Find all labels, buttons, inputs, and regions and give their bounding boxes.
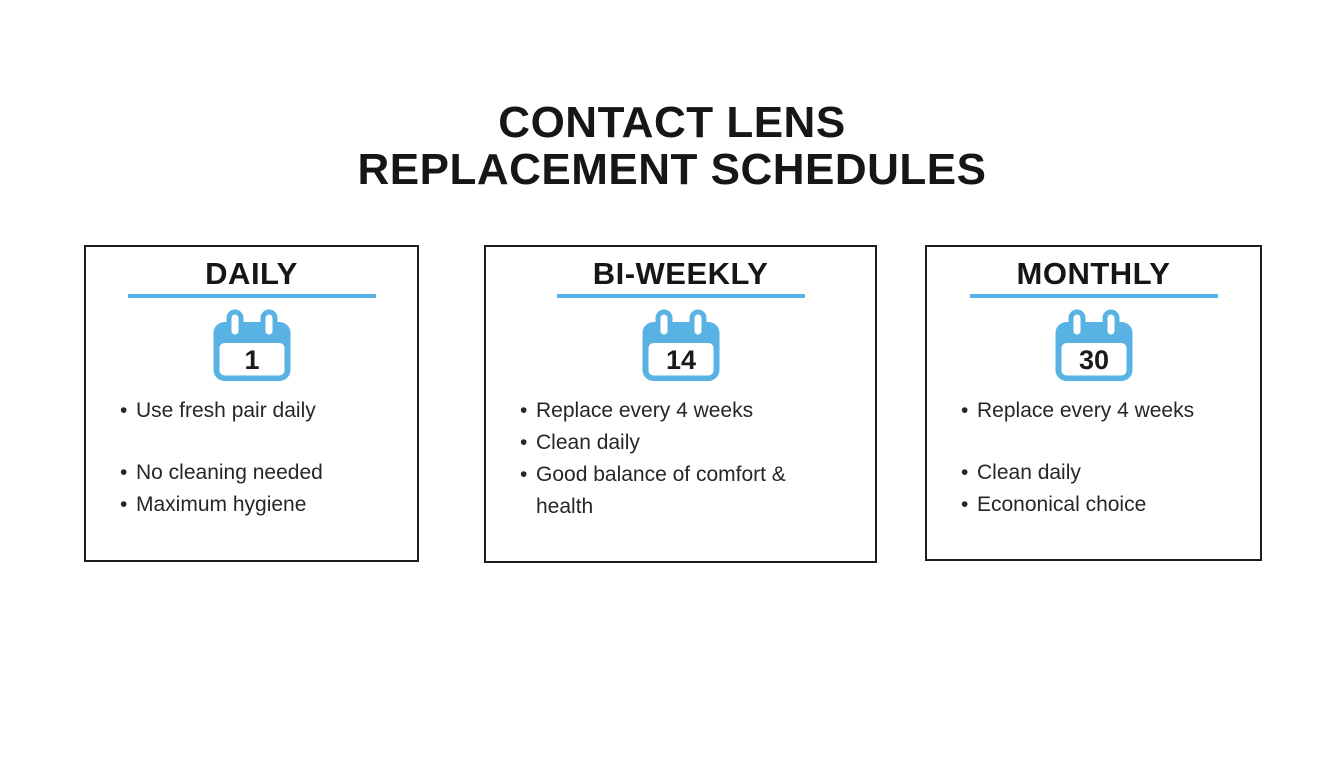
page-title: CONTACT LENS REPLACEMENT SCHEDULES [0,99,1344,193]
card-title: DAILY [205,256,298,291]
page-title-line1: CONTACT LENS [498,98,846,147]
bullet-item: Use fresh pair daily [120,395,399,427]
page-title-line2: REPLACEMENT SCHEDULES [357,145,987,194]
bullet-item: No cleaning needed [120,457,399,489]
title-underline [969,294,1218,298]
calendar-icon: 14 [642,309,719,381]
card-title: MONTHLY [1016,256,1171,291]
calendar-number: 14 [665,345,695,375]
bullet-list: Replace every 4 weeks Clean daily Econon… [927,395,1260,521]
title-underline [556,294,805,298]
bullet-item: Good balance of comfort & health [520,459,815,523]
bullet-item: Replace every 4 weeks [520,395,815,427]
title-underline [127,294,376,298]
card-monthly: MONTHLY 30 Replace every 4 weeks Clean d… [925,245,1262,561]
calendar-number: 30 [1078,345,1108,375]
card-daily: DAILY 1 Use fresh pair daily No cleaning… [84,245,419,562]
bullet-item: Clean daily [961,457,1242,489]
bullet-item: Replace every 4 weeks [961,395,1242,427]
calendar-icon: 30 [1055,309,1132,381]
card-title: BI-WEEKLY [592,256,769,291]
bullet-item: Econonical choice [961,489,1242,521]
bullet-list: Replace every 4 weeks Clean daily Good b… [486,395,875,523]
card-biweekly: BI-WEEKLY 14 Replace every 4 weeks Clean… [484,245,877,563]
calendar-icon: 1 [213,309,290,381]
bullet-list: Use fresh pair daily No cleaning needed … [86,395,417,521]
calendar-number: 1 [244,345,259,375]
bullet-item: Maximum hygiene [120,489,399,521]
bullet-item: Clean daily [520,427,815,459]
